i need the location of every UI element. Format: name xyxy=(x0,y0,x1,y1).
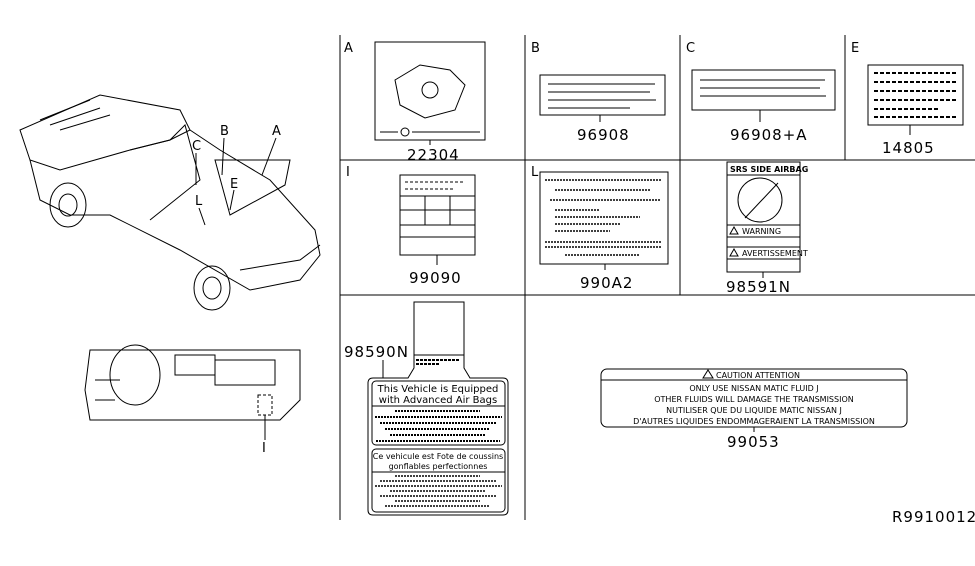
label-l-image xyxy=(539,171,669,265)
label-c-image xyxy=(691,69,836,111)
caution-line-3: NUTILISER QUE DU LIQUIDE MATIC NISSAN J xyxy=(666,406,842,415)
label-a-image xyxy=(374,41,486,141)
cell-letter-c: C xyxy=(686,41,695,56)
part-number-99090: 99090 xyxy=(409,269,462,287)
caution-header: CAUTION ATTENTION xyxy=(716,371,800,380)
cell-letter-l: L xyxy=(531,165,539,180)
part-number-99053: 99053 xyxy=(727,433,780,451)
callout-l: L xyxy=(195,194,203,209)
part-number-98590n: 98590N xyxy=(344,343,409,361)
advanced-airbag-label: This Vehicle is Equipped with Advanced A… xyxy=(367,301,509,516)
airbag-fr-heading-1: Ce vehicule est Fote de coussins xyxy=(373,452,503,461)
grid-lines xyxy=(339,35,975,520)
caution-line-4: D'AUTRES LIQUIDES ENDOMMAGERAIENT LA TRA… xyxy=(633,417,875,426)
srs-avertissement: AVERTISSEMENT xyxy=(742,249,808,258)
callout-i: I xyxy=(262,441,266,456)
vehicle-callouts: B A C E L xyxy=(192,124,281,226)
label-b-image xyxy=(539,74,666,116)
label-e-image xyxy=(867,64,964,126)
caution-line-2: OTHER FLUIDS WILL DAMAGE THE TRANSMISSIO… xyxy=(654,395,853,404)
cell-letter-e: E xyxy=(851,41,859,56)
callout-c: C xyxy=(192,139,201,154)
part-number-22304: 22304 xyxy=(407,146,460,164)
diagram-id: R9910012 xyxy=(892,508,975,526)
caution-line-1: ONLY USE NISSAN MATIC FLUID J xyxy=(689,384,818,393)
part-number-96908: 96908 xyxy=(577,126,630,144)
airbag-en-heading-1: This Vehicle is Equipped xyxy=(377,384,499,395)
callout-a: A xyxy=(272,124,281,139)
callout-b: B xyxy=(220,124,229,139)
cell-letter-b: B xyxy=(531,41,540,56)
srs-title: SRS SIDE AIRBAG xyxy=(730,165,808,174)
srs-warning: WARNING xyxy=(742,227,781,236)
part-number-990a2: 990A2 xyxy=(580,274,633,292)
pickup-truck-drawing xyxy=(19,94,321,311)
caution-label: CAUTION ATTENTION ONLY USE NISSAN MATIC … xyxy=(600,368,908,428)
label-i-image xyxy=(399,174,476,256)
part-number-14805: 14805 xyxy=(882,139,935,157)
srs-side-airbag-label: SRS SIDE AIRBAG WARNING AVERTISSEMENT xyxy=(726,161,808,273)
dashboard-drawing xyxy=(84,344,301,440)
part-number-96908a: 96908+A xyxy=(730,126,808,144)
airbag-fr-heading-2: gonflables perfectionnes xyxy=(389,462,488,471)
callout-e: E xyxy=(230,177,238,192)
airbag-en-heading-2: with Advanced Air Bags xyxy=(379,395,497,406)
cell-letter-a: A xyxy=(344,41,353,56)
cell-letter-i: I xyxy=(346,165,350,180)
part-number-98591n: 98591N xyxy=(726,278,791,296)
